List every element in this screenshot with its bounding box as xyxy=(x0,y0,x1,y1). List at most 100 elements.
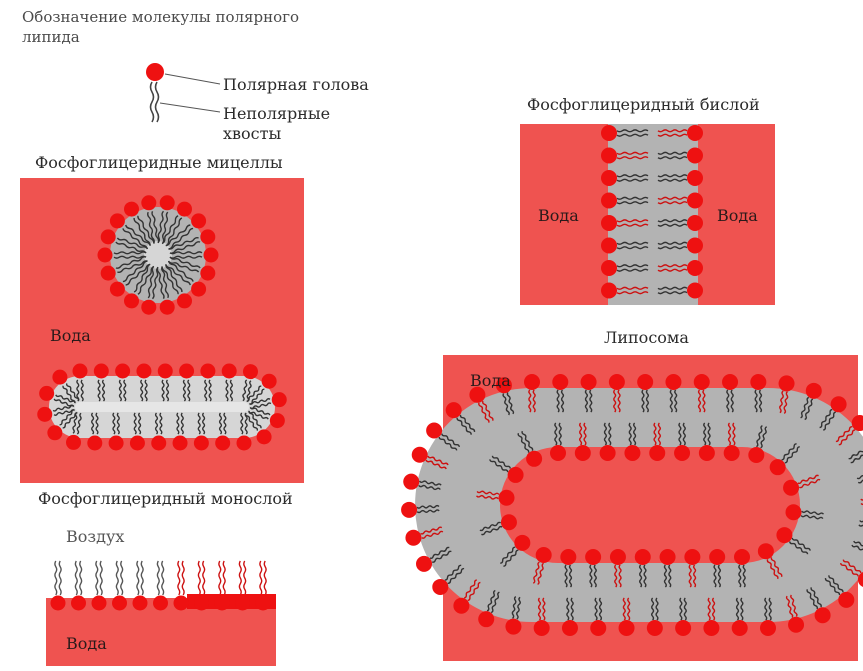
lipid-tail xyxy=(506,392,515,415)
lipid-tail xyxy=(781,443,797,461)
spherical-micelle xyxy=(97,195,219,315)
lipid-head xyxy=(50,595,66,611)
lipid-head xyxy=(624,445,641,461)
lipid-tail xyxy=(789,541,809,555)
lipid-tail xyxy=(614,564,618,588)
lipid-tail xyxy=(97,379,101,402)
lipid-tail xyxy=(542,597,546,621)
lipid-head xyxy=(618,620,635,636)
lipid-tail xyxy=(240,412,244,435)
lipid-tail xyxy=(177,560,181,596)
lipid-head xyxy=(687,192,703,209)
lipid-tail xyxy=(850,454,863,464)
lipid-head xyxy=(722,374,739,390)
lipid-head xyxy=(734,549,750,565)
lipid-head xyxy=(203,247,219,263)
lipid-tail xyxy=(760,426,768,449)
monolayer-title: Фосфоглицеридный монослой xyxy=(38,489,293,508)
lipid-head xyxy=(830,396,847,413)
lipid-head xyxy=(788,616,805,633)
lipid-tail xyxy=(770,557,783,578)
lipid-tail xyxy=(456,417,472,435)
lipid-head xyxy=(97,247,113,263)
lipid-tail xyxy=(564,564,568,588)
lipid-head xyxy=(261,373,277,389)
lipid-head xyxy=(242,364,258,380)
lipid-head xyxy=(646,620,663,636)
lipid-tail xyxy=(147,265,155,299)
lipid-tail xyxy=(133,217,151,246)
lipid-head xyxy=(814,607,831,624)
lipid-tail xyxy=(76,379,80,402)
lipid-tail xyxy=(707,597,711,621)
lipid-head xyxy=(200,229,216,245)
lipid-tail xyxy=(244,412,248,435)
lipid-head xyxy=(37,406,53,422)
lipid-tail xyxy=(742,564,746,588)
lipid-tail xyxy=(165,379,170,402)
lipid-tail xyxy=(125,263,151,286)
lipid-tail xyxy=(713,564,717,588)
lipid-head xyxy=(674,445,691,461)
lipid-tail xyxy=(655,597,659,621)
lipid-tail xyxy=(62,412,78,429)
lipid-head xyxy=(132,595,148,611)
legend-title-line1: Обозначение молекулы полярного xyxy=(22,8,299,26)
lipid-tail xyxy=(616,264,649,268)
lipid-tail xyxy=(52,404,75,412)
lipid-tail xyxy=(59,409,75,426)
lipid-head xyxy=(731,620,748,636)
lipid-tail xyxy=(851,544,863,551)
lipid-tail xyxy=(674,389,678,413)
lipid-tail xyxy=(159,412,163,435)
lipid-tail xyxy=(627,597,631,621)
lipid-tail xyxy=(117,260,148,273)
lipid-tail xyxy=(137,215,155,244)
lipid-head xyxy=(687,125,703,141)
lipid-head xyxy=(109,213,125,229)
lipid-head xyxy=(193,435,209,451)
lipid-tail xyxy=(165,217,183,247)
lipid-head xyxy=(608,374,625,390)
lipid-tail xyxy=(222,560,226,596)
lipid-tail xyxy=(703,422,707,446)
lipid-tail xyxy=(657,156,688,160)
lipid-tail xyxy=(420,526,443,535)
lipid-tail xyxy=(616,196,649,200)
lipid-tail xyxy=(603,422,607,446)
lipid-head xyxy=(200,363,216,379)
lipid-head xyxy=(723,445,740,461)
lipid-tail xyxy=(779,390,784,414)
lipid-tail xyxy=(157,210,165,244)
lipid-head xyxy=(416,555,433,572)
lipid-tail xyxy=(645,389,649,413)
lipid-head xyxy=(526,450,543,467)
lipid-tail xyxy=(556,389,560,413)
lipid-tail xyxy=(204,379,208,402)
lipid-tail xyxy=(58,560,62,596)
lipid-head xyxy=(505,618,522,635)
lipid-tail xyxy=(133,263,151,293)
legend-tail xyxy=(154,81,160,123)
lipid-tail xyxy=(738,564,742,588)
lipid-tail xyxy=(248,410,269,420)
lipid-head xyxy=(590,620,607,636)
lipid-tail xyxy=(616,151,649,155)
lipid-tail xyxy=(653,422,657,446)
legend-polar-head xyxy=(146,63,164,81)
lipid-head xyxy=(750,374,767,390)
lipid-head xyxy=(687,282,703,299)
lipid-tail xyxy=(589,389,593,413)
lipid-head xyxy=(200,265,216,281)
lipid-tail xyxy=(225,379,229,402)
lipid-tail xyxy=(418,484,441,491)
lipid-tail xyxy=(161,215,179,245)
lipid-head xyxy=(599,445,616,461)
lipid-tail xyxy=(72,411,78,434)
lipid-head xyxy=(601,170,617,186)
lipid-tail xyxy=(125,224,151,246)
lipid-tail xyxy=(848,450,863,460)
lipid-tail xyxy=(657,196,688,200)
lipid-head xyxy=(535,546,552,563)
lipid-head xyxy=(159,299,175,315)
